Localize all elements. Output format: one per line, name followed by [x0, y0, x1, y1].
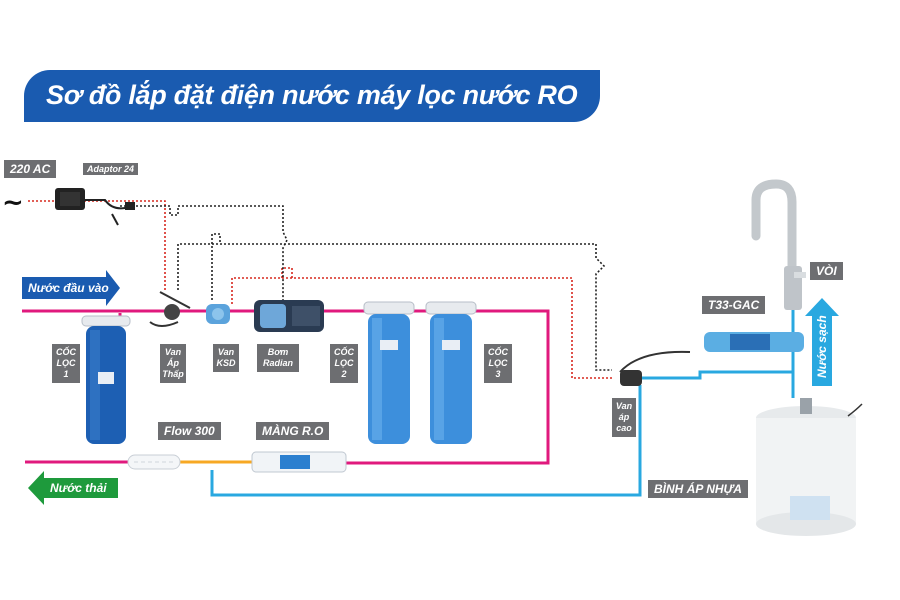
label-faucet: VÒI: [810, 262, 843, 280]
filter-cup-2-icon: [363, 301, 415, 444]
flow-restrictor-icon: [127, 454, 181, 470]
label-post-filter: T33-GAC: [702, 296, 766, 314]
ro-membrane-icon: [251, 451, 347, 473]
label-cup-2: CỐC LỌC 2: [330, 344, 358, 383]
post-filter-icon: [704, 332, 804, 352]
label-inlet: Nước đầu vào: [28, 281, 109, 295]
ac-symbol: ~: [2, 188, 24, 218]
label-membrane: MÀNG R.O: [256, 422, 330, 440]
high-pressure-valve-icon: [619, 350, 691, 386]
pressure-tank-icon: [756, 398, 863, 536]
label-pump: Bơm Radian: [257, 344, 299, 372]
label-ksd-valve: Van KSD: [213, 344, 239, 372]
waste-arrow-icon: [28, 471, 118, 505]
faucet-icon: [751, 179, 806, 310]
ksd-valve-icon: [206, 304, 230, 324]
label-tank: BÌNH ÁP NHỰA: [648, 480, 748, 498]
label-flow: Flow 300: [158, 422, 221, 440]
low-pressure-valve-icon: [149, 291, 191, 327]
filter-cup-1-icon: [81, 315, 131, 444]
inlet-arrow-icon: [22, 270, 120, 306]
label-waste: Nước thải: [50, 481, 107, 495]
label-adaptor: Adaptor 24: [83, 163, 139, 175]
diagram-title: Sơ đồ lắp đặt điện nước máy lọc nước RO: [46, 80, 578, 110]
label-high-valve: Van áp cao: [612, 398, 636, 437]
title-banner: Sơ đồ lắp đặt điện nước máy lọc nước RO: [24, 70, 600, 122]
pump-icon: [254, 300, 324, 332]
label-cup-3: CỐC LỌC 3: [484, 344, 512, 383]
adaptor-icon: [55, 188, 135, 226]
filter-cup-3-icon: [425, 301, 477, 444]
label-clean: Nước sạch: [815, 315, 829, 378]
label-low-valve: Van Áp Thấp: [160, 344, 186, 383]
label-220ac: 220 AC: [4, 160, 57, 178]
label-cup-1: CỐC LỌC 1: [52, 344, 80, 383]
electric-black-wires: [120, 205, 612, 371]
clean-arrow-icon: [805, 298, 839, 386]
